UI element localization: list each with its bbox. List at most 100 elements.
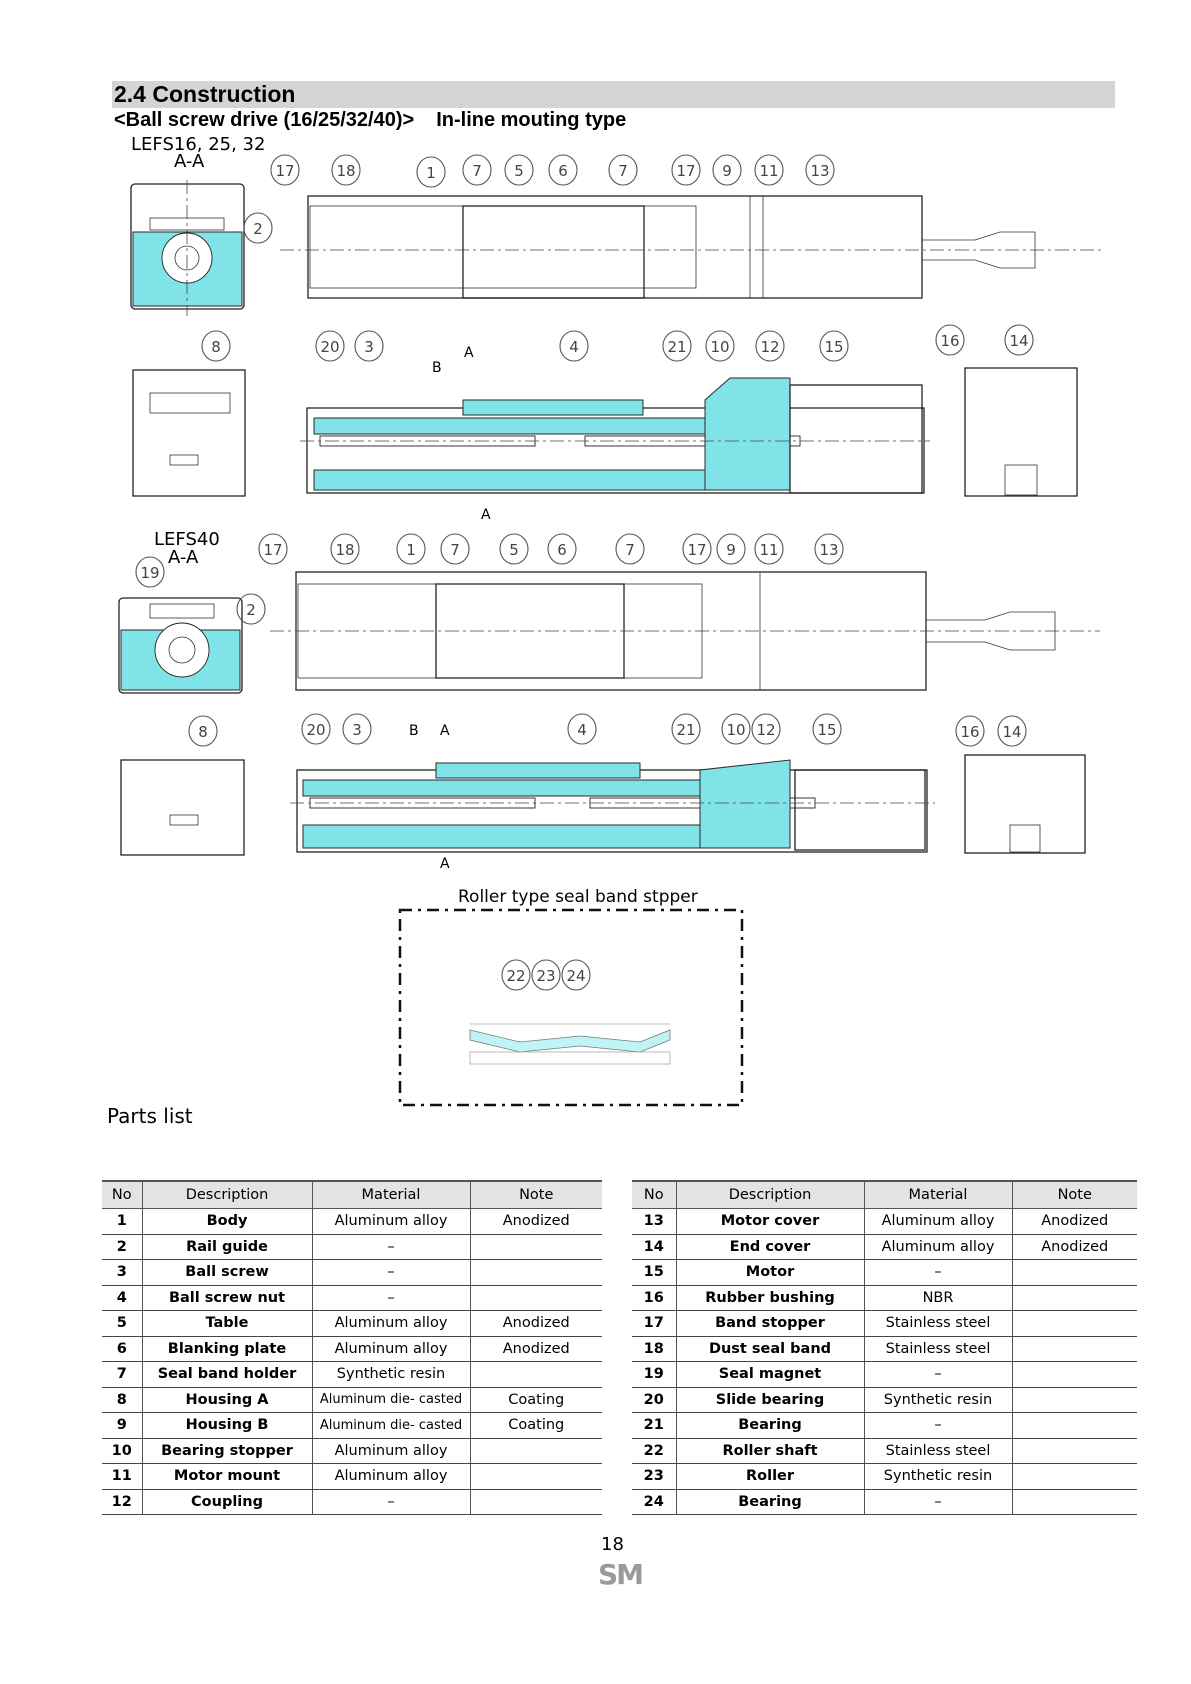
cell-no: 24 (632, 1489, 677, 1515)
cell-note: Anodized (470, 1208, 602, 1235)
lefs40-label: LEFS40 (154, 529, 220, 550)
cell-description: Rubber bushing (676, 1285, 865, 1311)
callout-10: 10 (705, 330, 735, 362)
svg-text:22: 22 (506, 967, 525, 985)
cell-no: 17 (632, 1310, 677, 1337)
callout-15: 15 (812, 713, 842, 745)
cell-note: Anodized (470, 1310, 602, 1337)
cell-note (1012, 1489, 1137, 1515)
callout-7: 7 (440, 533, 470, 565)
cell-material: Aluminum alloy (312, 1463, 471, 1490)
rear-view-lower (120, 759, 245, 856)
cell-note (470, 1463, 602, 1490)
cell-no: 5 (102, 1310, 143, 1337)
cell-description: Slide bearing (676, 1387, 865, 1413)
cell-material: Synthetic resin (864, 1463, 1013, 1490)
subtitle-type: In-line mouting type (436, 109, 627, 131)
svg-text:12: 12 (760, 338, 779, 356)
connector-view-lower (964, 754, 1086, 854)
svg-text:10: 10 (726, 721, 745, 739)
callout-8: 8 (201, 330, 231, 362)
callout-11: 11 (754, 533, 784, 565)
cell-material: Aluminum alloy (864, 1208, 1013, 1235)
header-note: Note (1012, 1180, 1137, 1209)
svg-text:7: 7 (472, 162, 482, 180)
callout-18: 18 (330, 533, 360, 565)
cell-note (470, 1234, 602, 1260)
cell-description: End cover (676, 1234, 865, 1260)
cell-no: 8 (102, 1387, 143, 1413)
cell-description: Bearing stopper (142, 1438, 313, 1464)
cell-material: – (864, 1489, 1013, 1515)
callout-2: 2 (236, 593, 266, 625)
svg-text:14: 14 (1009, 332, 1028, 350)
cell-material: Aluminum alloy (312, 1310, 471, 1337)
section-mark-b2: B (409, 723, 419, 739)
svg-text:5: 5 (509, 541, 519, 559)
callout-1: 1 (416, 156, 446, 188)
brand-logo: SM (598, 1558, 644, 1591)
cell-note (470, 1361, 602, 1388)
svg-text:18: 18 (336, 162, 355, 180)
table-header-row: No Description Material Note (102, 1180, 602, 1209)
cell-material: – (312, 1285, 471, 1311)
callout-13: 13 (814, 533, 844, 565)
cell-no: 23 (632, 1463, 677, 1490)
page-number: 18 (601, 1534, 624, 1555)
svg-text:14: 14 (1002, 723, 1021, 741)
svg-text:8: 8 (211, 338, 221, 356)
cell-no: 16 (632, 1285, 677, 1311)
cell-description: Motor mount (142, 1463, 313, 1490)
cell-material: Stainless steel (864, 1438, 1013, 1464)
end-view-lower (118, 597, 243, 694)
cell-description: Motor (676, 1259, 865, 1286)
cell-description: Coupling (142, 1489, 313, 1515)
svg-text:17: 17 (687, 541, 706, 559)
cell-no: 22 (632, 1438, 677, 1464)
callout-19: 19 (135, 556, 165, 588)
cell-description: Ball screw nut (142, 1285, 313, 1311)
callout-8: 8 (188, 715, 218, 747)
svg-text:20: 20 (320, 338, 339, 356)
svg-text:17: 17 (676, 162, 695, 180)
callout-22: 22 (501, 959, 531, 991)
cell-no: 3 (102, 1259, 143, 1286)
cell-no: 18 (632, 1336, 677, 1362)
cell-no: 11 (102, 1463, 143, 1490)
cell-no: 13 (632, 1208, 677, 1235)
aa-label-top: A-A (174, 151, 205, 172)
callout-2: 2 (243, 212, 273, 244)
cell-note: Coating (470, 1412, 602, 1439)
cell-material: – (864, 1412, 1013, 1439)
svg-text:17: 17 (263, 541, 282, 559)
cell-material: Stainless steel (864, 1310, 1013, 1337)
callout-12: 12 (751, 713, 781, 745)
callout-11: 11 (754, 154, 784, 186)
svg-text:16: 16 (940, 332, 959, 350)
cell-no: 20 (632, 1387, 677, 1413)
cell-material: NBR (864, 1285, 1013, 1311)
svg-text:1: 1 (426, 164, 436, 182)
cell-material: Aluminum alloy (312, 1208, 471, 1235)
cell-material: – (312, 1234, 471, 1260)
header-material: Material (312, 1180, 471, 1209)
callout-17: 17 (682, 533, 712, 565)
cell-material: Aluminum die- casted (312, 1412, 471, 1439)
cell-description: Seal band holder (142, 1361, 313, 1388)
svg-text:19: 19 (140, 564, 159, 582)
header-no: No (632, 1180, 677, 1209)
cell-note: Anodized (1012, 1208, 1137, 1235)
cell-description: Body (142, 1208, 313, 1235)
header-description: Description (142, 1180, 313, 1209)
